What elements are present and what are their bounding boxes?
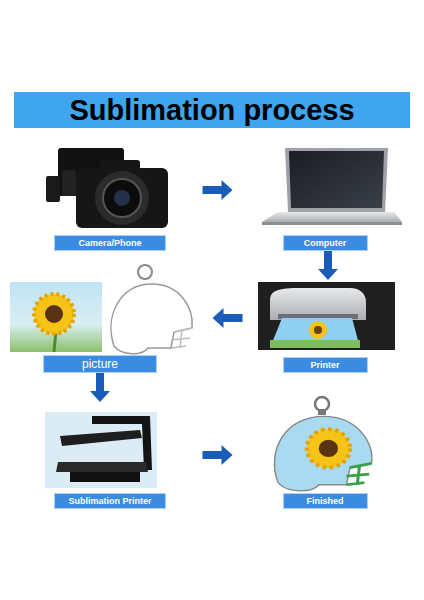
laptop-art bbox=[262, 148, 402, 225]
heat-press-art bbox=[45, 412, 157, 488]
step-label: Sublimation Printer bbox=[54, 493, 166, 509]
camera-phone-art bbox=[46, 148, 168, 228]
process-panel: Finished bbox=[255, 398, 395, 509]
facemask-outline bbox=[171, 328, 192, 348]
helmet-outline bbox=[111, 284, 192, 354]
step-label: picture bbox=[43, 355, 157, 373]
blank-helmet bbox=[111, 284, 192, 354]
press-base bbox=[70, 472, 140, 482]
camera-body bbox=[76, 168, 168, 228]
picture-art bbox=[10, 265, 192, 354]
press-backdrop bbox=[45, 412, 157, 488]
lens-glass bbox=[114, 190, 130, 206]
printed-sunflower bbox=[309, 321, 327, 339]
petals bbox=[34, 294, 74, 334]
press-plate bbox=[56, 462, 148, 472]
step-label: Finished bbox=[283, 493, 368, 509]
title-band: Sublimation process bbox=[14, 92, 410, 128]
lens-ring bbox=[103, 179, 141, 217]
printer-body bbox=[270, 288, 366, 320]
phone bbox=[46, 176, 60, 202]
press-arm bbox=[92, 416, 152, 470]
press-platen bbox=[60, 430, 142, 446]
petal-edge bbox=[34, 294, 74, 334]
printed-center bbox=[314, 326, 322, 334]
facemask bbox=[346, 463, 371, 484]
ring-clip bbox=[318, 409, 326, 415]
finished-art bbox=[274, 397, 371, 491]
finished-helmet bbox=[274, 416, 371, 491]
flow-arrow bbox=[213, 308, 243, 328]
petals bbox=[307, 429, 350, 468]
flow-arrow bbox=[203, 180, 233, 200]
process-panel: Sublimation Printer bbox=[40, 402, 180, 509]
key-ring bbox=[138, 265, 152, 279]
step-label: Computer bbox=[283, 235, 368, 251]
printer-art bbox=[258, 282, 395, 350]
key-ring bbox=[315, 397, 329, 411]
process-panel: Computer bbox=[255, 138, 395, 251]
laptop-lid bbox=[285, 148, 388, 212]
flower-center bbox=[319, 440, 338, 457]
flow-arrow bbox=[90, 373, 110, 402]
helmet-print bbox=[274, 416, 371, 491]
phone bbox=[62, 170, 76, 196]
printed-sheet bbox=[270, 318, 360, 348]
lens bbox=[95, 171, 149, 225]
flow-arrow bbox=[318, 251, 338, 280]
laptop-base bbox=[262, 212, 402, 222]
petal-edge bbox=[307, 429, 350, 468]
printer-backdrop bbox=[258, 282, 395, 350]
step-label: Camera/Phone bbox=[54, 235, 166, 251]
photo bbox=[10, 282, 102, 352]
process-panel: picture bbox=[10, 265, 200, 373]
flower-center bbox=[45, 305, 63, 323]
camera-top bbox=[100, 160, 140, 172]
printed-grass bbox=[270, 340, 360, 348]
step-label: Printer bbox=[283, 357, 368, 373]
flow-arrow bbox=[203, 445, 233, 465]
process-panel: Printer bbox=[255, 280, 395, 373]
process-panel: Camera/Phone bbox=[40, 138, 180, 251]
laptop-screen bbox=[289, 151, 384, 208]
laptop-edge bbox=[262, 222, 402, 225]
